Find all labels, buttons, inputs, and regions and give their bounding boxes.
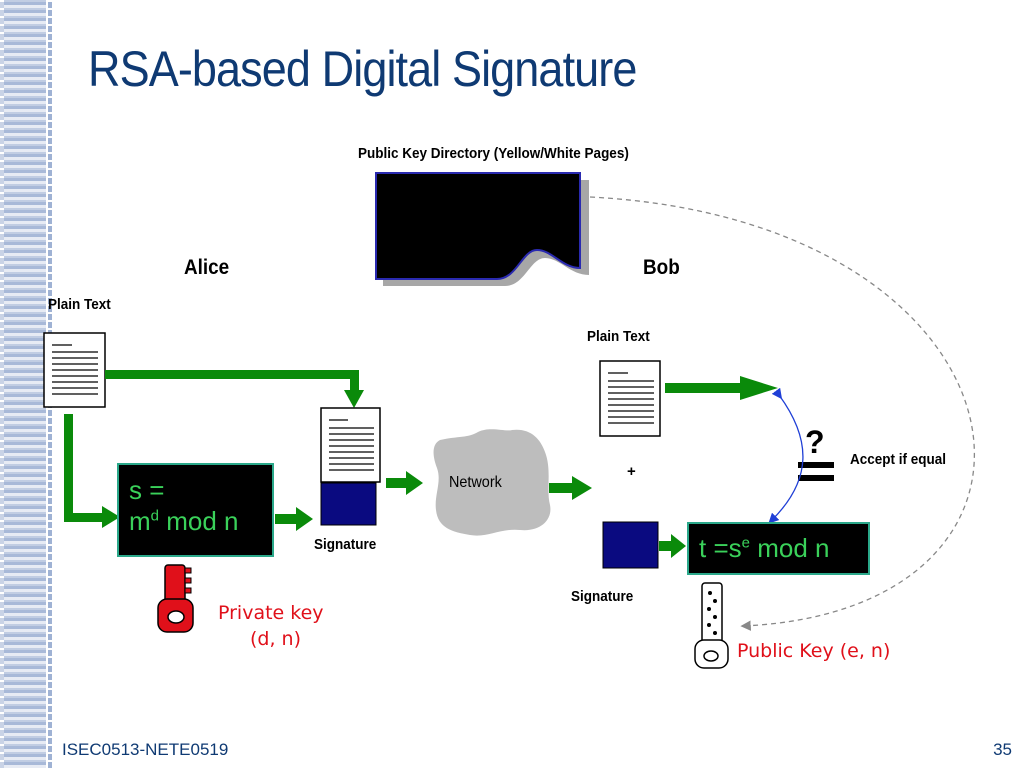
compare-equal-icon <box>798 462 834 481</box>
accept-label: Accept if equal <box>850 451 947 468</box>
network-label: Network <box>449 474 502 491</box>
signed-document-icon <box>320 407 381 483</box>
public-key-icon <box>694 582 729 669</box>
alice-signature-label: Signature <box>314 536 377 553</box>
alice-green-arrows <box>64 370 778 558</box>
network-cloud <box>433 429 551 536</box>
plus-sign: + <box>627 463 636 480</box>
sign-formula-box: s = md mod n <box>117 463 274 557</box>
alice-plain-text-label: Plain Text <box>48 296 111 313</box>
compare-arrow <box>768 387 804 524</box>
slide-title: RSA-based Digital Signature <box>88 41 637 97</box>
directory-label: Public Key Directory (Yellow/White Pages… <box>358 145 629 162</box>
sign-formula-rest: mod n <box>159 506 239 536</box>
footer-course-code: ISEC0513-NETE0519 <box>62 740 229 759</box>
bob-signature-label: Signature <box>571 588 634 605</box>
sign-formula-line2: md mod n <box>129 506 272 537</box>
bob-document-icon <box>599 360 661 437</box>
question-mark: ? <box>805 424 825 460</box>
public-key-directory-icon <box>375 172 589 286</box>
private-key-label: Private key <box>218 602 324 624</box>
sign-formula-m: m <box>129 506 151 536</box>
verify-formula-rest: mod n <box>749 533 830 563</box>
sign-formula-line1: s = <box>129 475 165 505</box>
bob-label: Bob <box>643 256 680 279</box>
sign-formula-sup: d <box>150 507 160 525</box>
private-key-params: (d, n) <box>250 628 302 650</box>
verify-formula-box: t =se mod n <box>687 522 870 575</box>
verify-formula-prefix: t =s <box>699 533 742 563</box>
alice-signature-block <box>320 482 377 526</box>
verify-formula-sup: e <box>741 534 750 552</box>
public-key-label: Public Key (e, n) <box>737 640 891 662</box>
sidebar-stripes <box>4 0 46 768</box>
page-number: 35 <box>993 740 1012 759</box>
private-key-icon <box>157 564 194 633</box>
bob-signature-block <box>602 521 659 569</box>
alice-document-icon <box>43 332 106 408</box>
alice-label: Alice <box>184 256 230 279</box>
bob-plain-text-label: Plain Text <box>587 328 650 345</box>
